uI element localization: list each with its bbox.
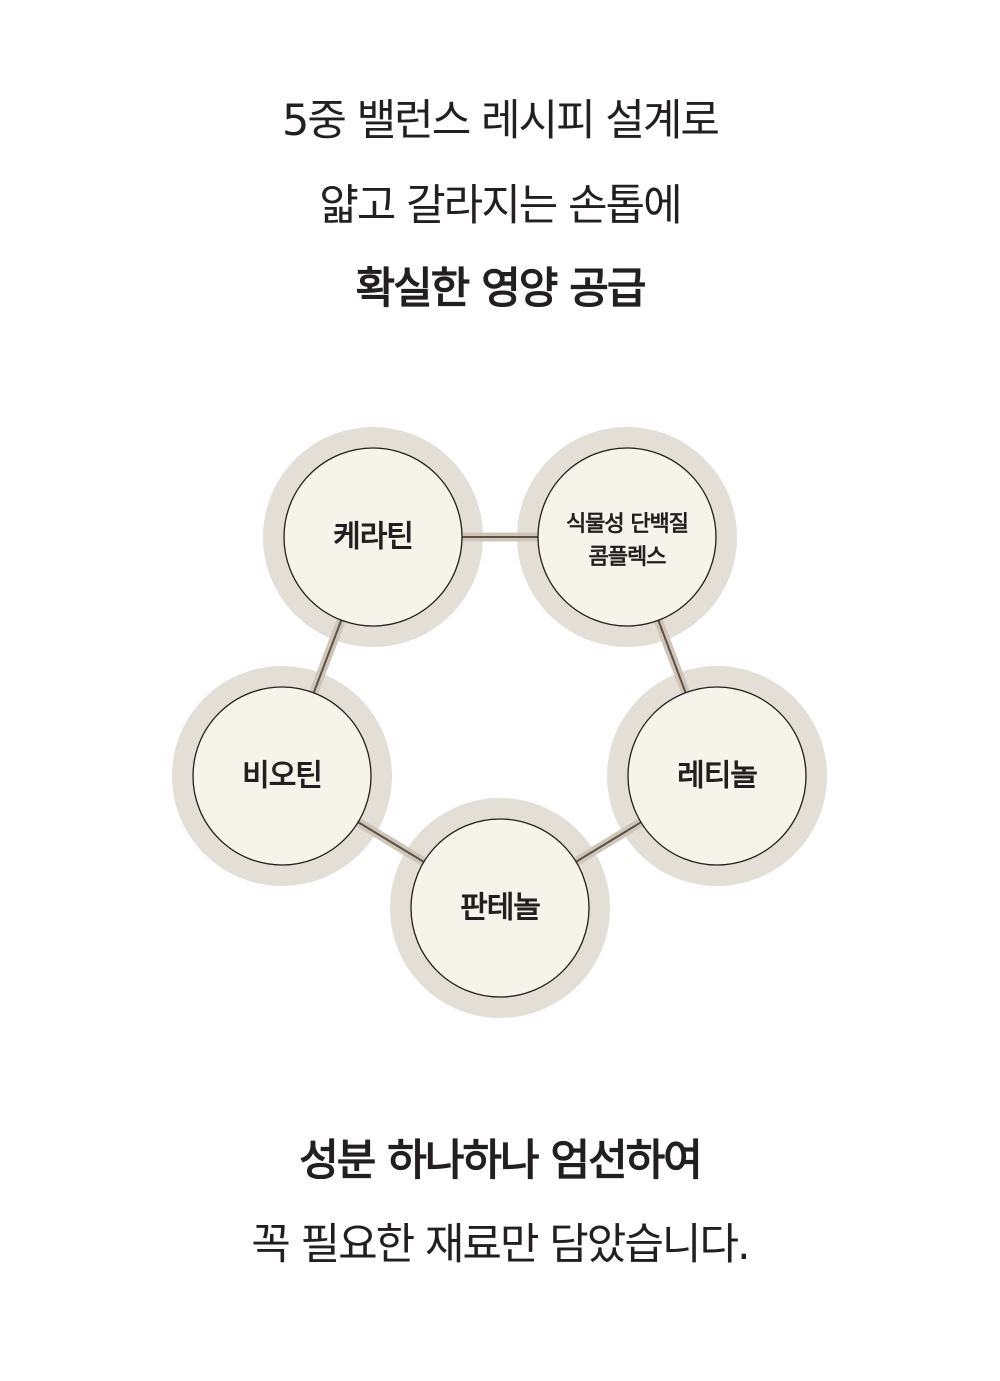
node-label-panthenol: 판테놀 (460, 890, 541, 926)
node-circle-keratin (283, 447, 463, 627)
headline-line-2: 얇고 갈라지는 손톱에 (319, 181, 682, 231)
node-label-keratin: 케라틴 (333, 519, 414, 555)
headline-line-1: 5중 밸런스 레시피 설계로 (282, 96, 720, 146)
node-label-retinol: 레티놀 (677, 758, 758, 794)
node-label-plant-protein: 식물성 단백질 콤플렉스 (565, 512, 689, 570)
node-circle-plant-protein (537, 447, 717, 627)
footer-line-1: 성분 하나하나 엄선하여 (299, 1136, 703, 1186)
node-circle-retinol (627, 686, 807, 866)
node-circle-biotin (192, 686, 372, 866)
footer-line-2: 꼭 필요한 재료만 담았습니다. (251, 1220, 750, 1270)
node-label-biotin: 비오틴 (242, 758, 323, 794)
headline-line-3: 확실한 영양 공급 (355, 264, 647, 314)
node-circle-panthenol (410, 818, 590, 998)
